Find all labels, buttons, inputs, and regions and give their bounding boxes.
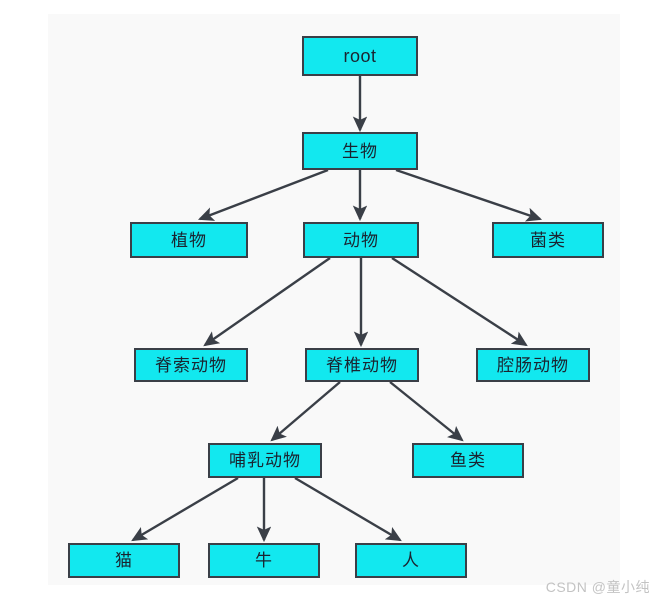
tree-node-buru[interactable]: 哺乳动物 bbox=[208, 443, 322, 478]
tree-node-mao[interactable]: 猫 bbox=[68, 543, 180, 578]
tree-node-label: 植物 bbox=[171, 230, 207, 250]
tree-node-qiangchang[interactable]: 腔肠动物 bbox=[476, 348, 590, 382]
tree-node-label: 哺乳动物 bbox=[229, 451, 301, 470]
tree-node-label: 人 bbox=[402, 551, 420, 570]
tree-node-zhiwu[interactable]: 植物 bbox=[130, 222, 248, 258]
watermark-label: CSDN @童小纯 bbox=[545, 579, 650, 595]
tree-node-shengwu[interactable]: 生物 bbox=[302, 132, 418, 170]
tree-node-label: 生物 bbox=[342, 141, 378, 161]
tree-node-junlei[interactable]: 菌类 bbox=[492, 222, 604, 258]
tree-node-niu[interactable]: 牛 bbox=[208, 543, 320, 578]
tree-node-yulei[interactable]: 鱼类 bbox=[412, 443, 524, 478]
tree-node-jisuo[interactable]: 脊索动物 bbox=[134, 348, 248, 382]
tree-node-label: 菌类 bbox=[530, 230, 566, 250]
tree-node-root[interactable]: root bbox=[302, 36, 418, 76]
tree-node-ren[interactable]: 人 bbox=[355, 543, 467, 578]
diagram-canvas bbox=[48, 14, 620, 585]
tree-node-label: 动物 bbox=[343, 230, 379, 250]
tree-node-label: root bbox=[343, 46, 377, 66]
tree-node-dongwu[interactable]: 动物 bbox=[303, 222, 419, 258]
tree-node-label: 猫 bbox=[115, 551, 133, 570]
tree-node-label: 鱼类 bbox=[450, 451, 486, 470]
tree-node-label: 脊椎动物 bbox=[326, 355, 398, 375]
tree-node-label: 牛 bbox=[255, 551, 273, 570]
tree-node-jizhui[interactable]: 脊椎动物 bbox=[305, 348, 419, 382]
tree-node-label: 腔肠动物 bbox=[497, 355, 569, 375]
tree-node-label: 脊索动物 bbox=[155, 355, 227, 375]
